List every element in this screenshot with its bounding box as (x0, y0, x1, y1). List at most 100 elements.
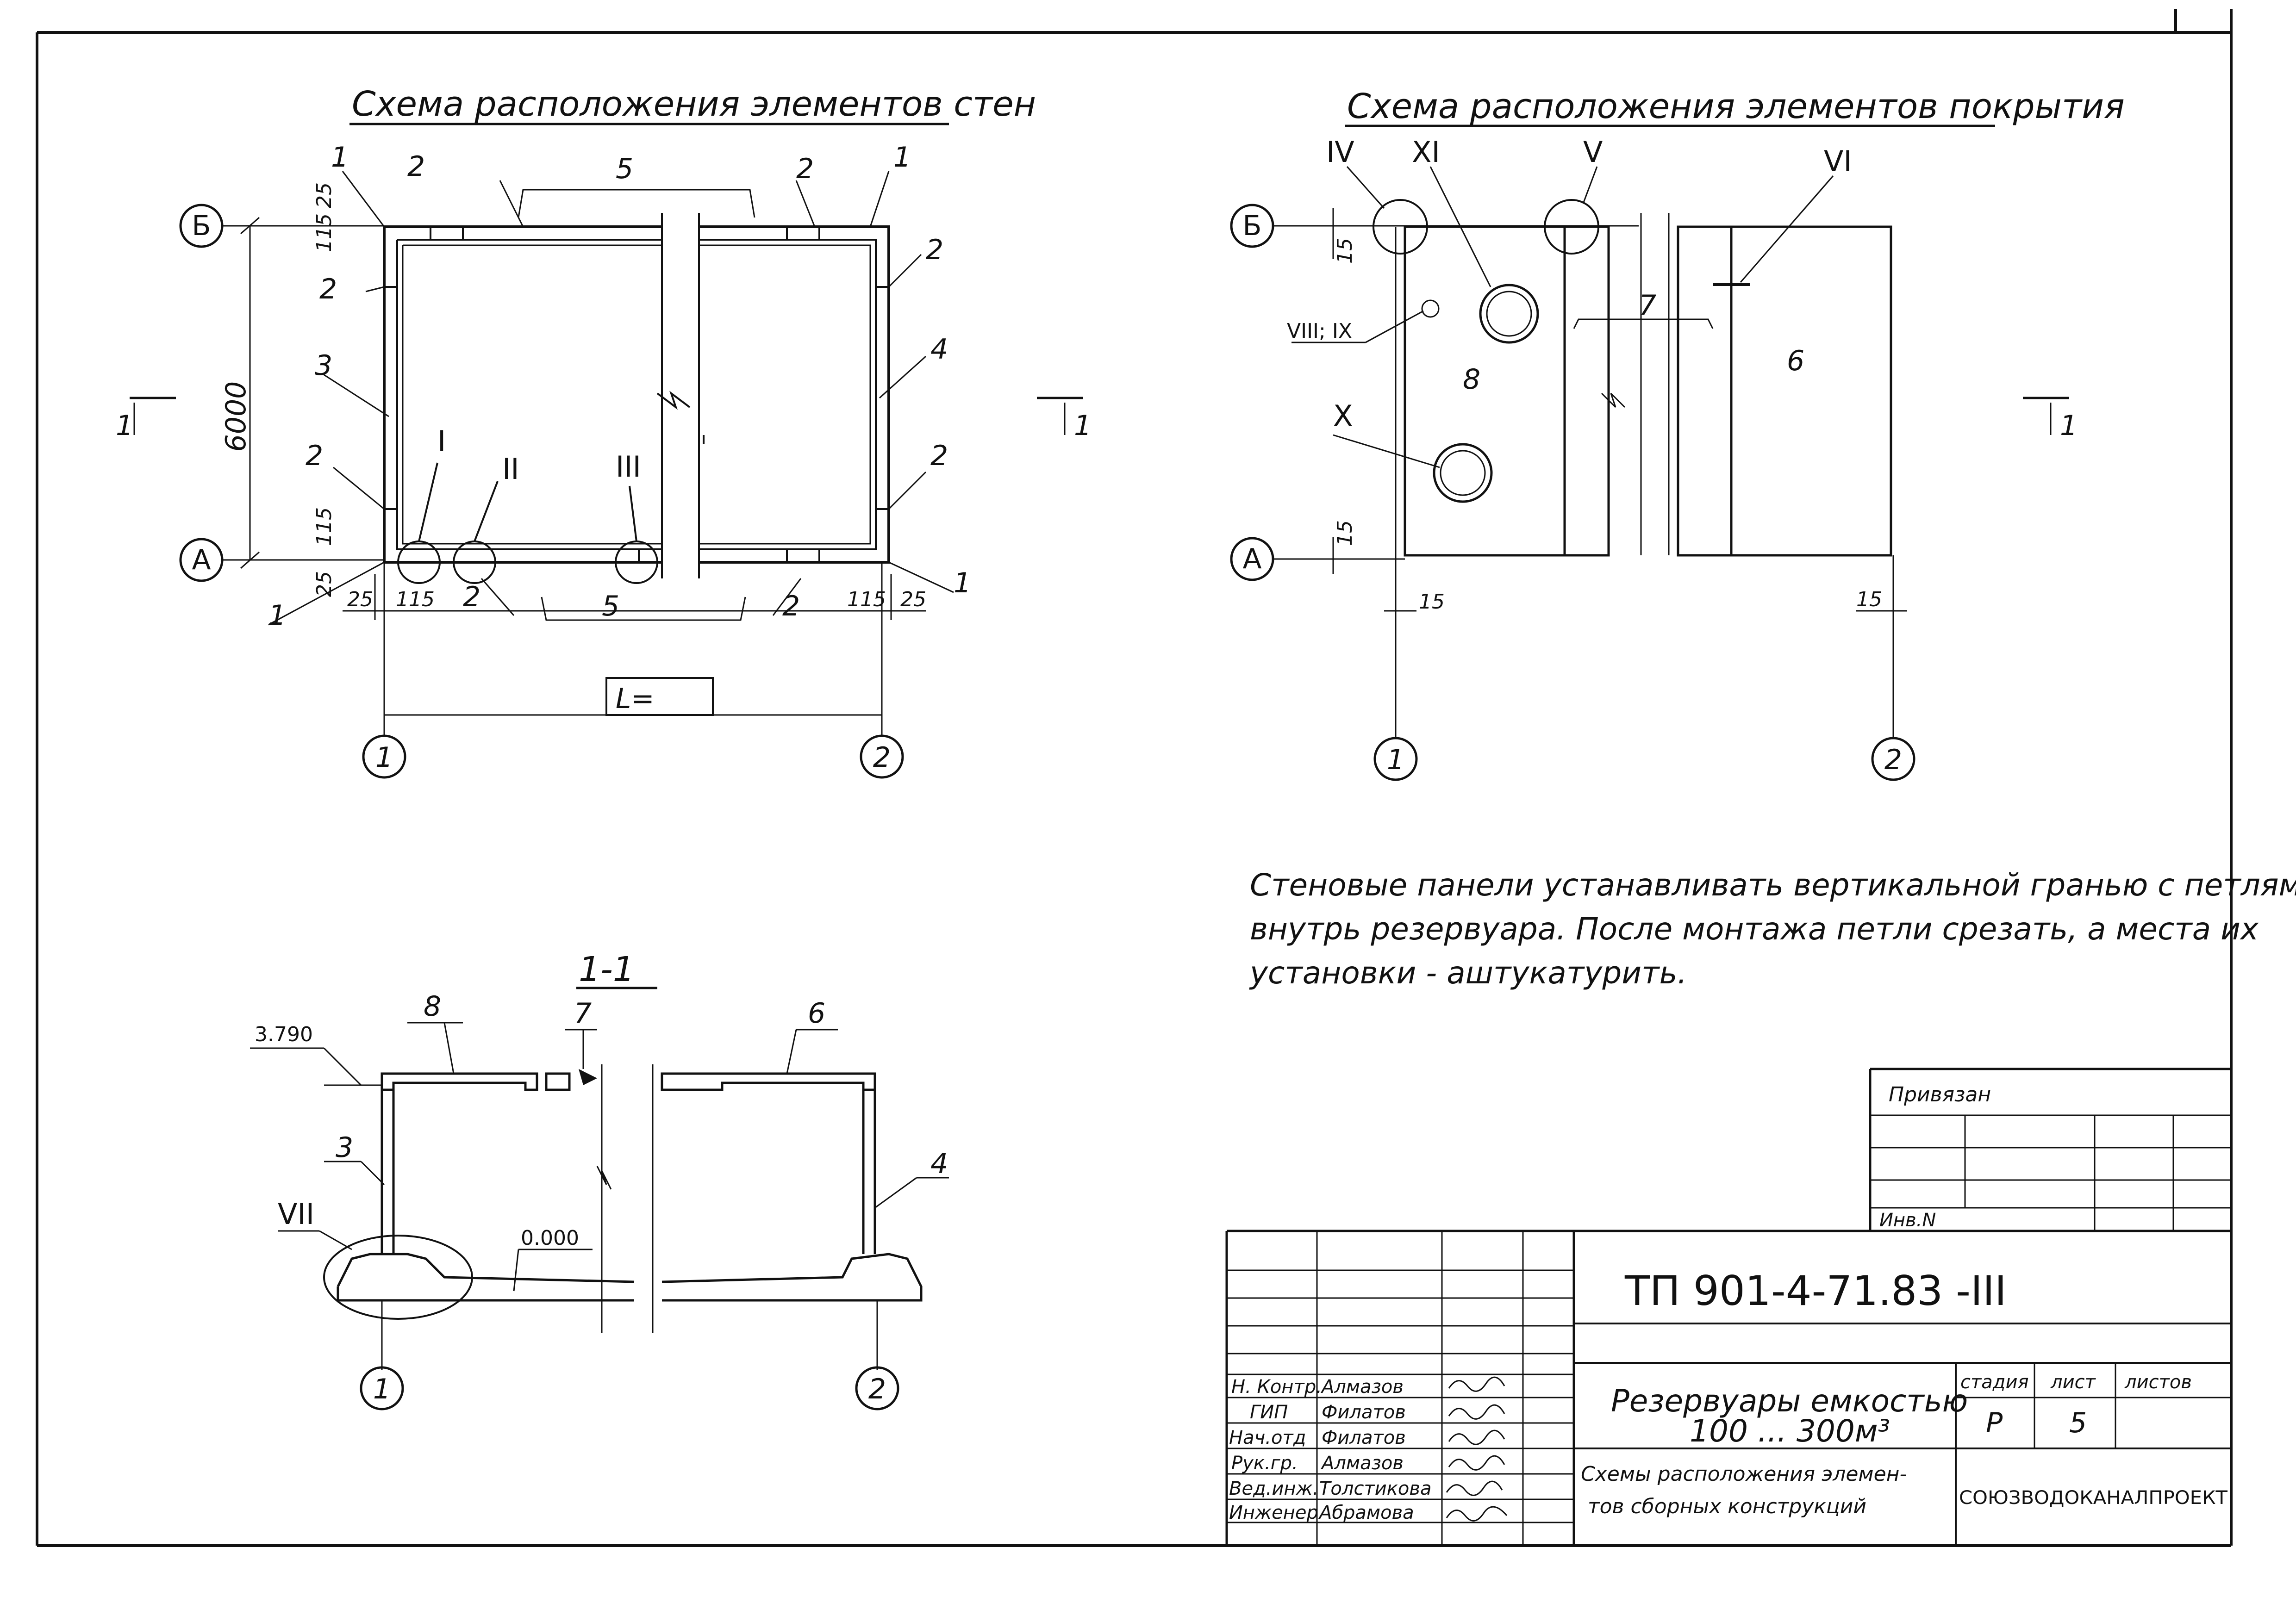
svg-text:Алмазов: Алмазов (1320, 1453, 1404, 1474)
svg-text:IV: IV (1326, 135, 1354, 169)
svg-text:VIII; IX: VIII; IX (1287, 319, 1352, 343)
svg-text:3: 3 (336, 1131, 353, 1164)
svg-text:0.000: 0.000 (521, 1226, 579, 1250)
wall-scheme-title: Схема расположения элементов стен (352, 84, 1036, 124)
axis-bubble-2: 2 (860, 734, 904, 779)
length-box: L= (616, 683, 655, 715)
svg-text:Рук.гр.: Рук.гр. (1231, 1453, 1298, 1474)
sheet-title-line2: тов сборных конструкций (1588, 1495, 1866, 1518)
section-axis-bubble-2: 2 (855, 1366, 899, 1410)
svg-text:Стеновые панели устанавливать: Стеновые панели устанавливать вертикальн… (1250, 867, 2296, 903)
svg-text:15: 15 (1419, 590, 1445, 614)
wall-outline (383, 225, 890, 564)
svg-text:Вед.инж.: Вед.инж. (1229, 1478, 1318, 1499)
svg-text:1: 1 (375, 741, 393, 774)
section-1-1: 1-1 3.790 (250, 950, 949, 1410)
roof-axis-bubble-2: 2 (1871, 737, 1915, 781)
svg-text:1: 1 (268, 599, 286, 632)
node-circles-wall (397, 462, 658, 584)
roof-axis-bubble-b: Б (1230, 204, 1274, 248)
svg-text:2: 2 (926, 234, 943, 266)
svg-text:VII: VII (278, 1197, 314, 1231)
node-vii-circle (323, 1235, 473, 1320)
svg-text:4: 4 (930, 1148, 948, 1180)
svg-text:I: I (437, 424, 446, 458)
svg-text:4: 4 (930, 333, 948, 366)
roof-scheme: Схема расположения элементов покрытия Б (1230, 87, 2125, 781)
svg-text:внутрь резервуара. После монта: внутрь резервуара. После монтажа петли с… (1250, 911, 2259, 947)
svg-text:3.790: 3.790 (255, 1023, 313, 1046)
svg-text:6: 6 (1787, 345, 1804, 377)
general-notes: Стеновые панели устанавливать вертикальн… (1249, 867, 2296, 991)
svg-text:2: 2 (930, 440, 948, 472)
roof-section-mark-right: 1 (2023, 397, 2078, 442)
svg-text:3: 3 (315, 349, 332, 382)
svg-text:Алмазов: Алмазов (1320, 1376, 1404, 1398)
svg-text:1: 1 (1074, 410, 1092, 442)
svg-text:8: 8 (1463, 363, 1480, 396)
svg-text:5: 5 (602, 590, 619, 622)
svg-text:Толстикова: Толстикова (1319, 1478, 1431, 1499)
section-title: 1-1 (579, 950, 635, 989)
svg-text:Нач.отд: Нач.отд (1229, 1427, 1306, 1448)
svg-text:Абрамова: Абрамова (1318, 1502, 1414, 1523)
section-axis-bubble-1: 1 (360, 1366, 404, 1410)
bottom-dimension-chain: 25 115 115 25 L= (343, 574, 926, 716)
svg-text:Инженер: Инженер (1229, 1502, 1318, 1523)
svg-text:6: 6 (808, 997, 825, 1030)
svg-text:2: 2 (1884, 744, 1902, 776)
svg-text:8: 8 (424, 990, 441, 1023)
svg-text:7: 7 (574, 997, 592, 1030)
roof-openings (1373, 199, 1750, 503)
svg-text:А: А (1242, 543, 1261, 575)
svg-text:15: 15 (1333, 238, 1357, 264)
sheet-value: 5 (2069, 1407, 2087, 1439)
svg-text:А: А (192, 544, 211, 576)
privyazan-label: Привязан (1889, 1083, 1991, 1106)
svg-text:2: 2 (796, 153, 814, 185)
svg-text:2: 2 (306, 440, 323, 472)
svg-text:1: 1 (331, 141, 349, 174)
svg-text:1: 1 (893, 141, 911, 174)
svg-text:2: 2 (463, 581, 480, 613)
organization: СОЮЗВОДОКАНАЛПРОЕКТ (1959, 1487, 2228, 1509)
svg-text:2: 2 (873, 741, 891, 774)
svg-text:VI: VI (1824, 144, 1852, 178)
object-capacity: 100 ... 300м³ (1690, 1413, 1890, 1449)
svg-text:ГИП: ГИП (1250, 1402, 1288, 1423)
roof-scheme-title: Схема расположения элементов покрытия (1347, 87, 2125, 126)
svg-text:III: III (616, 450, 641, 484)
svg-text:2: 2 (868, 1373, 886, 1405)
svg-text:XI: XI (1412, 135, 1440, 169)
svg-text:115: 115 (847, 588, 886, 611)
sheet-header: лист (2050, 1372, 2096, 1393)
svg-text:II: II (502, 452, 519, 486)
svg-text:25: 25 (347, 588, 373, 611)
section-mark-left: 1 (116, 397, 176, 442)
elevation-0000: 0.000 (513, 1226, 593, 1292)
svg-text:Филатов: Филатов (1322, 1402, 1406, 1423)
svg-text:установки - аштукатурить.: установки - аштукатурить. (1249, 955, 1687, 991)
svg-text:X: X (1333, 399, 1353, 433)
svg-text:15: 15 (1333, 520, 1357, 546)
svg-text:7: 7 (1639, 289, 1656, 322)
svg-text:115: 115 (312, 507, 336, 546)
sheet-frame (36, 9, 2233, 1547)
object-name: Резервуары емкостью (1611, 1383, 1968, 1419)
roof-axis-bubble-1: 1 (1373, 737, 1418, 781)
inv-label: Инв.N (1879, 1210, 1936, 1231)
svg-text:V: V (1583, 135, 1603, 169)
svg-text:1: 1 (1387, 744, 1404, 776)
svg-text:5: 5 (616, 153, 633, 185)
signature-marks (1446, 1376, 1508, 1522)
sheets-header: листов (2124, 1372, 2192, 1393)
section-mark-right: 1 (1037, 397, 1092, 442)
signatures-table: Н. Контр. Алмазов ГИП Филатов Нач.отд Фи… (1229, 1376, 1508, 1523)
svg-text:Филатов: Филатов (1322, 1427, 1406, 1448)
svg-text:2: 2 (319, 273, 337, 305)
dimension-6000: 6000 (220, 217, 260, 569)
axis-bubble-b: Б (179, 204, 224, 248)
axis-bubble-a: А (179, 538, 224, 582)
document-code: ТП 901-4-71.83 -III (1624, 1267, 2007, 1315)
